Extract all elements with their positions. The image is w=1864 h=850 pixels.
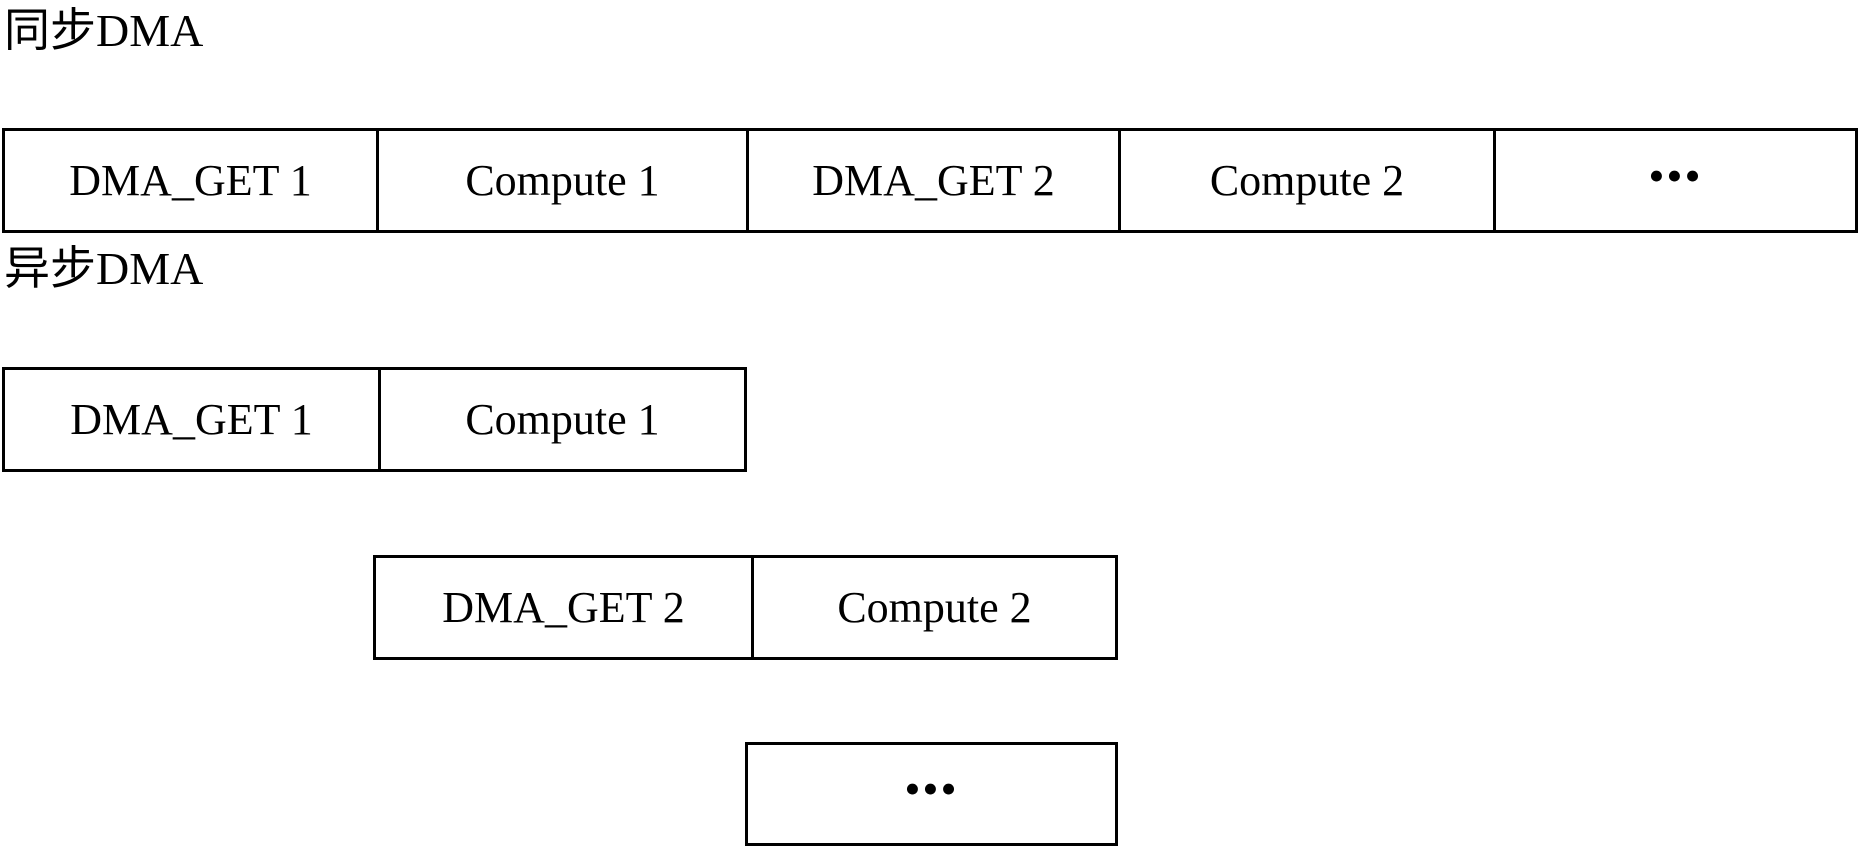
timeline-cell-ellipsis: •••: [904, 763, 959, 814]
timeline-row-sync: DMA_GET 1 Compute 1 DMA_GET 2 Compute 2 …: [2, 128, 1858, 233]
section-title-async: 异步DMA: [4, 243, 204, 294]
timeline-cell-dma-get-2: DMA_GET 2: [442, 582, 685, 632]
timeline-cell-dma-get-1: DMA_GET 1: [70, 394, 313, 444]
timeline-row-async-2: DMA_GET 2 Compute 2: [373, 555, 1118, 660]
timeline-cell-dma-get-1: DMA_GET 1: [69, 155, 312, 205]
timeline-cell-ellipsis: •••: [1493, 131, 1855, 230]
section-title-sync: 同步DMA: [4, 5, 204, 56]
timeline-cell-dma-get-2: DMA_GET 2: [746, 131, 1118, 230]
timeline-cell-compute-1: Compute 1: [376, 131, 746, 230]
timeline-cell-compute-2: Compute 2: [751, 558, 1115, 657]
timeline-row-async-1: DMA_GET 1 Compute 1: [2, 367, 747, 472]
timeline-cell-compute-2: Compute 2: [1118, 131, 1493, 230]
timeline-cell-compute-1: Compute 1: [378, 370, 744, 469]
timeline-row-async-3: •••: [745, 742, 1118, 846]
